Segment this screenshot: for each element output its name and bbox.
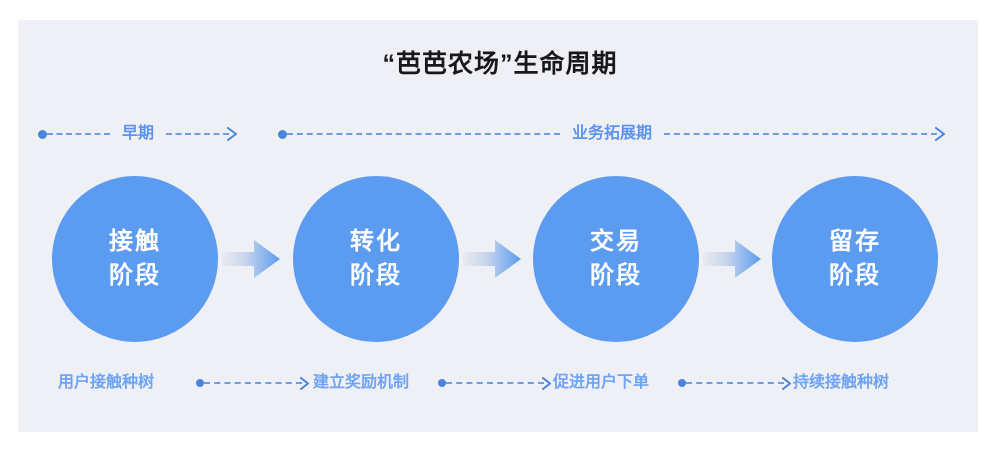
phase-track-business-expansion: 业务拓展期	[278, 120, 946, 148]
stage-label-line2: 阶段	[829, 262, 881, 289]
phase-arrow-head-icon	[227, 127, 238, 141]
stage-circle-transaction[interactable]: 交易 阶段	[533, 176, 699, 342]
caption-dashed-line	[686, 382, 784, 384]
stage-label-line1: 留存	[829, 227, 881, 255]
stage-circle-contact[interactable]: 接触 阶段	[52, 176, 218, 342]
stage-circle-retention[interactable]: 留存 阶段	[772, 176, 938, 342]
phase-track-early: 早期	[38, 120, 238, 148]
caption-start-dot-icon	[196, 379, 204, 387]
stage-label-line2: 阶段	[350, 262, 402, 289]
phase-start-dot-icon	[278, 129, 287, 139]
phase-arrow-head-icon	[935, 127, 946, 141]
caption-arrow-head-icon	[782, 376, 792, 390]
caption-label-conversion: 建立奖励机制	[313, 374, 410, 391]
caption-connector-1	[196, 370, 310, 396]
phase-start-dot-icon	[38, 129, 47, 139]
caption-start-dot-icon	[678, 379, 686, 387]
stage-label-line2: 阶段	[590, 262, 642, 289]
stage-label-line1: 交易	[590, 227, 642, 255]
flow-arrow-icon	[222, 236, 280, 282]
phase-band: 早期 业务拓展期	[0, 120, 1000, 148]
caption-label-retention: 持续接触种树	[793, 374, 890, 391]
caption-label-transaction: 促进用户下单	[553, 374, 650, 391]
caption-row: 用户接触种树 建立奖励机制 促进用户下单	[0, 370, 1000, 396]
phase-dashed-line	[287, 133, 560, 135]
phase-dashed-line	[47, 133, 110, 135]
caption-label-contact: 用户接触种树	[58, 374, 155, 391]
phase-dashed-line	[166, 133, 230, 135]
stage-label-line1: 接触	[109, 227, 161, 255]
stage-label-line2: 阶段	[109, 262, 161, 289]
phase-dashed-line	[664, 133, 938, 135]
caption-dashed-line	[204, 382, 302, 384]
phase-label-business-expansion: 业务拓展期	[572, 125, 653, 142]
caption-connector-3	[678, 370, 792, 396]
caption-arrow-head-icon	[542, 376, 552, 390]
phase-label-early: 早期	[122, 125, 155, 142]
flow-arrow-icon	[463, 236, 521, 282]
stage-circle-conversion[interactable]: 转化 阶段	[293, 176, 459, 342]
caption-connector-2	[438, 370, 552, 396]
stage-row: 接触 阶段 转化 阶段	[0, 176, 1000, 344]
caption-dashed-line	[446, 382, 544, 384]
page-title: “芭芭农场”生命周期	[382, 50, 618, 78]
caption-start-dot-icon	[438, 379, 446, 387]
caption-arrow-head-icon	[300, 376, 310, 390]
stage-label-line1: 转化	[350, 227, 402, 255]
flow-arrow-icon	[703, 236, 761, 282]
